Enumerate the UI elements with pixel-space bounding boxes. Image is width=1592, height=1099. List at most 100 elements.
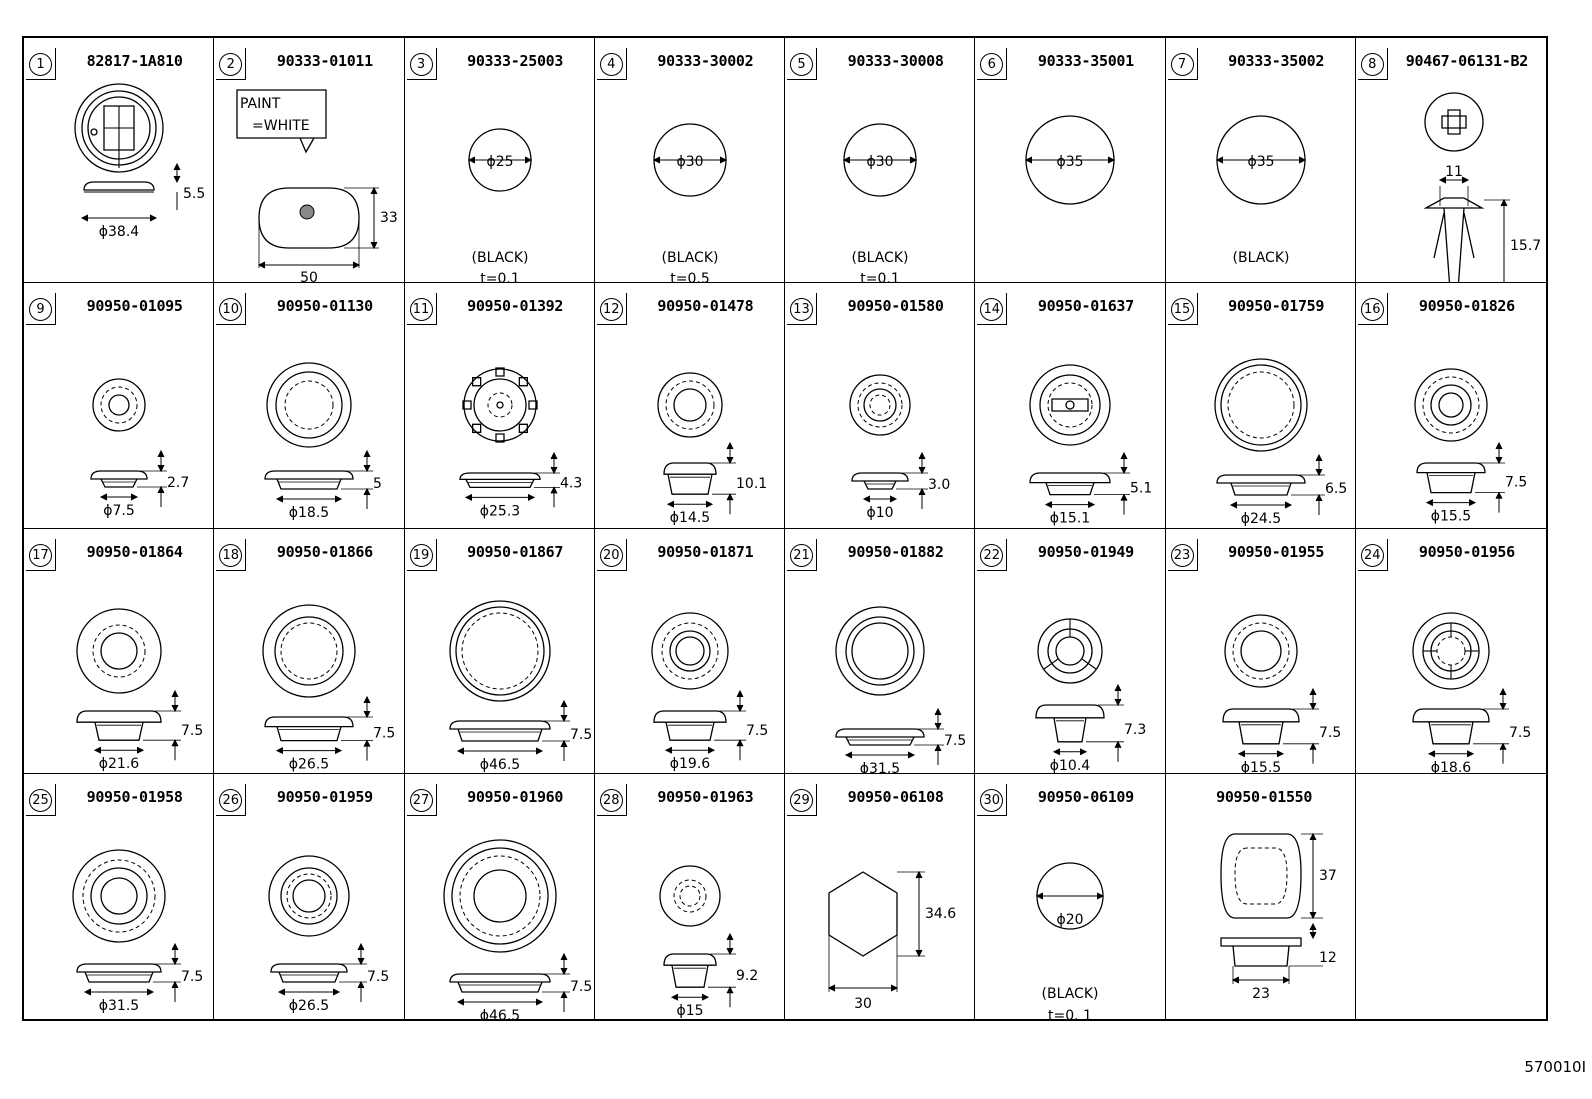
diameter-label: ϕ19.6 [670, 756, 711, 772]
grommet-flange-section [90, 470, 148, 480]
arrow-head [456, 747, 464, 754]
arrow-head [1315, 469, 1322, 477]
arrow-head [353, 261, 361, 269]
index-number: 2 [219, 53, 243, 76]
diameter-label: ϕ24.5 [1240, 511, 1280, 527]
grommet-body-section [276, 479, 342, 490]
arrow-head [1097, 892, 1105, 900]
height-label: 7.5 [373, 725, 395, 741]
arrow-head [1120, 452, 1128, 460]
arrow-head [550, 452, 557, 460]
part-number: 90333-30008 [847, 52, 944, 70]
arrow-head [1466, 749, 1474, 757]
part-number: 90950-01095 [86, 297, 183, 316]
arrow-head [1231, 976, 1239, 984]
grommet-inner-ring [487, 392, 512, 418]
grommet-body-section [845, 736, 915, 746]
arrow-head [550, 486, 557, 494]
arrow-head [1045, 501, 1053, 509]
grommet-top-view [1029, 364, 1111, 446]
index-number: 27 [409, 788, 433, 812]
width-label: 23 [1252, 986, 1270, 1002]
diameter-label: ϕ46.5 [479, 757, 519, 773]
index-box: 8 [1357, 48, 1388, 80]
index-number: 23 [1170, 543, 1194, 567]
arrow-head [93, 746, 102, 754]
arrow-head [1309, 702, 1316, 710]
height-label: 34.6 [925, 906, 956, 922]
arrow-head [1120, 467, 1128, 475]
height-label: 7.5 [944, 733, 966, 749]
index-box: 29 [787, 783, 817, 816]
gear-tooth [494, 433, 505, 443]
arrow-head [157, 486, 165, 494]
center-slot [1051, 398, 1089, 412]
grommet-inner-ring [675, 635, 705, 666]
index-number: 26 [219, 788, 243, 812]
arrow-head [1309, 931, 1316, 939]
part-number: 90950-01580 [847, 297, 944, 316]
arrow-head [1309, 742, 1316, 750]
height-label: 7.5 [746, 723, 768, 739]
part-number: 90950-01958 [86, 787, 183, 806]
arrow-head [363, 738, 371, 747]
index-box: 5 [787, 48, 817, 80]
height-label: 37 [1319, 868, 1337, 884]
arrow-head [1309, 911, 1316, 919]
arrow-head [726, 493, 734, 501]
index-number: 21 [790, 543, 813, 567]
arrow-head [171, 689, 179, 697]
paint-note-pointer [299, 137, 315, 154]
grommet-body-section [94, 721, 144, 741]
arrow-head [560, 699, 567, 707]
arrow-head [1276, 749, 1284, 757]
grommet-inner-ring [1055, 635, 1085, 666]
arrow-head [157, 465, 165, 473]
color-label: (BLACK) [1042, 986, 1099, 1002]
grommet-inner-ring [661, 622, 719, 679]
height-label: 7.5 [181, 969, 203, 985]
diameter-label: ϕ15 [676, 1003, 703, 1019]
diameter-label: ϕ20 [1057, 912, 1084, 928]
grommet-inner-ring [863, 388, 897, 422]
index-box: 10 [216, 293, 247, 326]
arrow-head [363, 695, 371, 703]
width-label: 50 [300, 270, 318, 283]
part-number: 90950-01392 [467, 297, 564, 316]
height-label: 2.7 [167, 475, 189, 491]
diameter-label: ϕ31.5 [860, 761, 900, 774]
grommet-top-view [448, 599, 551, 702]
index-box: 17 [26, 538, 56, 571]
index-number: 8 [1360, 53, 1384, 76]
arrow-head [726, 457, 734, 465]
arrow-head [1298, 156, 1306, 164]
diameter-label: ϕ25 [486, 154, 513, 170]
grommet-inner-ring [1239, 629, 1282, 672]
index-box: 18 [216, 538, 247, 571]
index-box: 26 [216, 783, 247, 816]
arrow-head [335, 746, 343, 754]
arrow-head [276, 495, 284, 503]
arrow-head [1315, 454, 1322, 462]
index-box: 7 [1167, 48, 1198, 80]
index-number: 9 [29, 298, 52, 322]
arrow-head [1425, 499, 1433, 507]
part-drawing: 2.7ϕ7.5 [90, 378, 189, 519]
part-drawing [1356, 814, 1546, 1019]
part-number: 90950-01864 [86, 542, 183, 561]
arrow-head [889, 495, 898, 503]
arrow-head [909, 156, 918, 164]
